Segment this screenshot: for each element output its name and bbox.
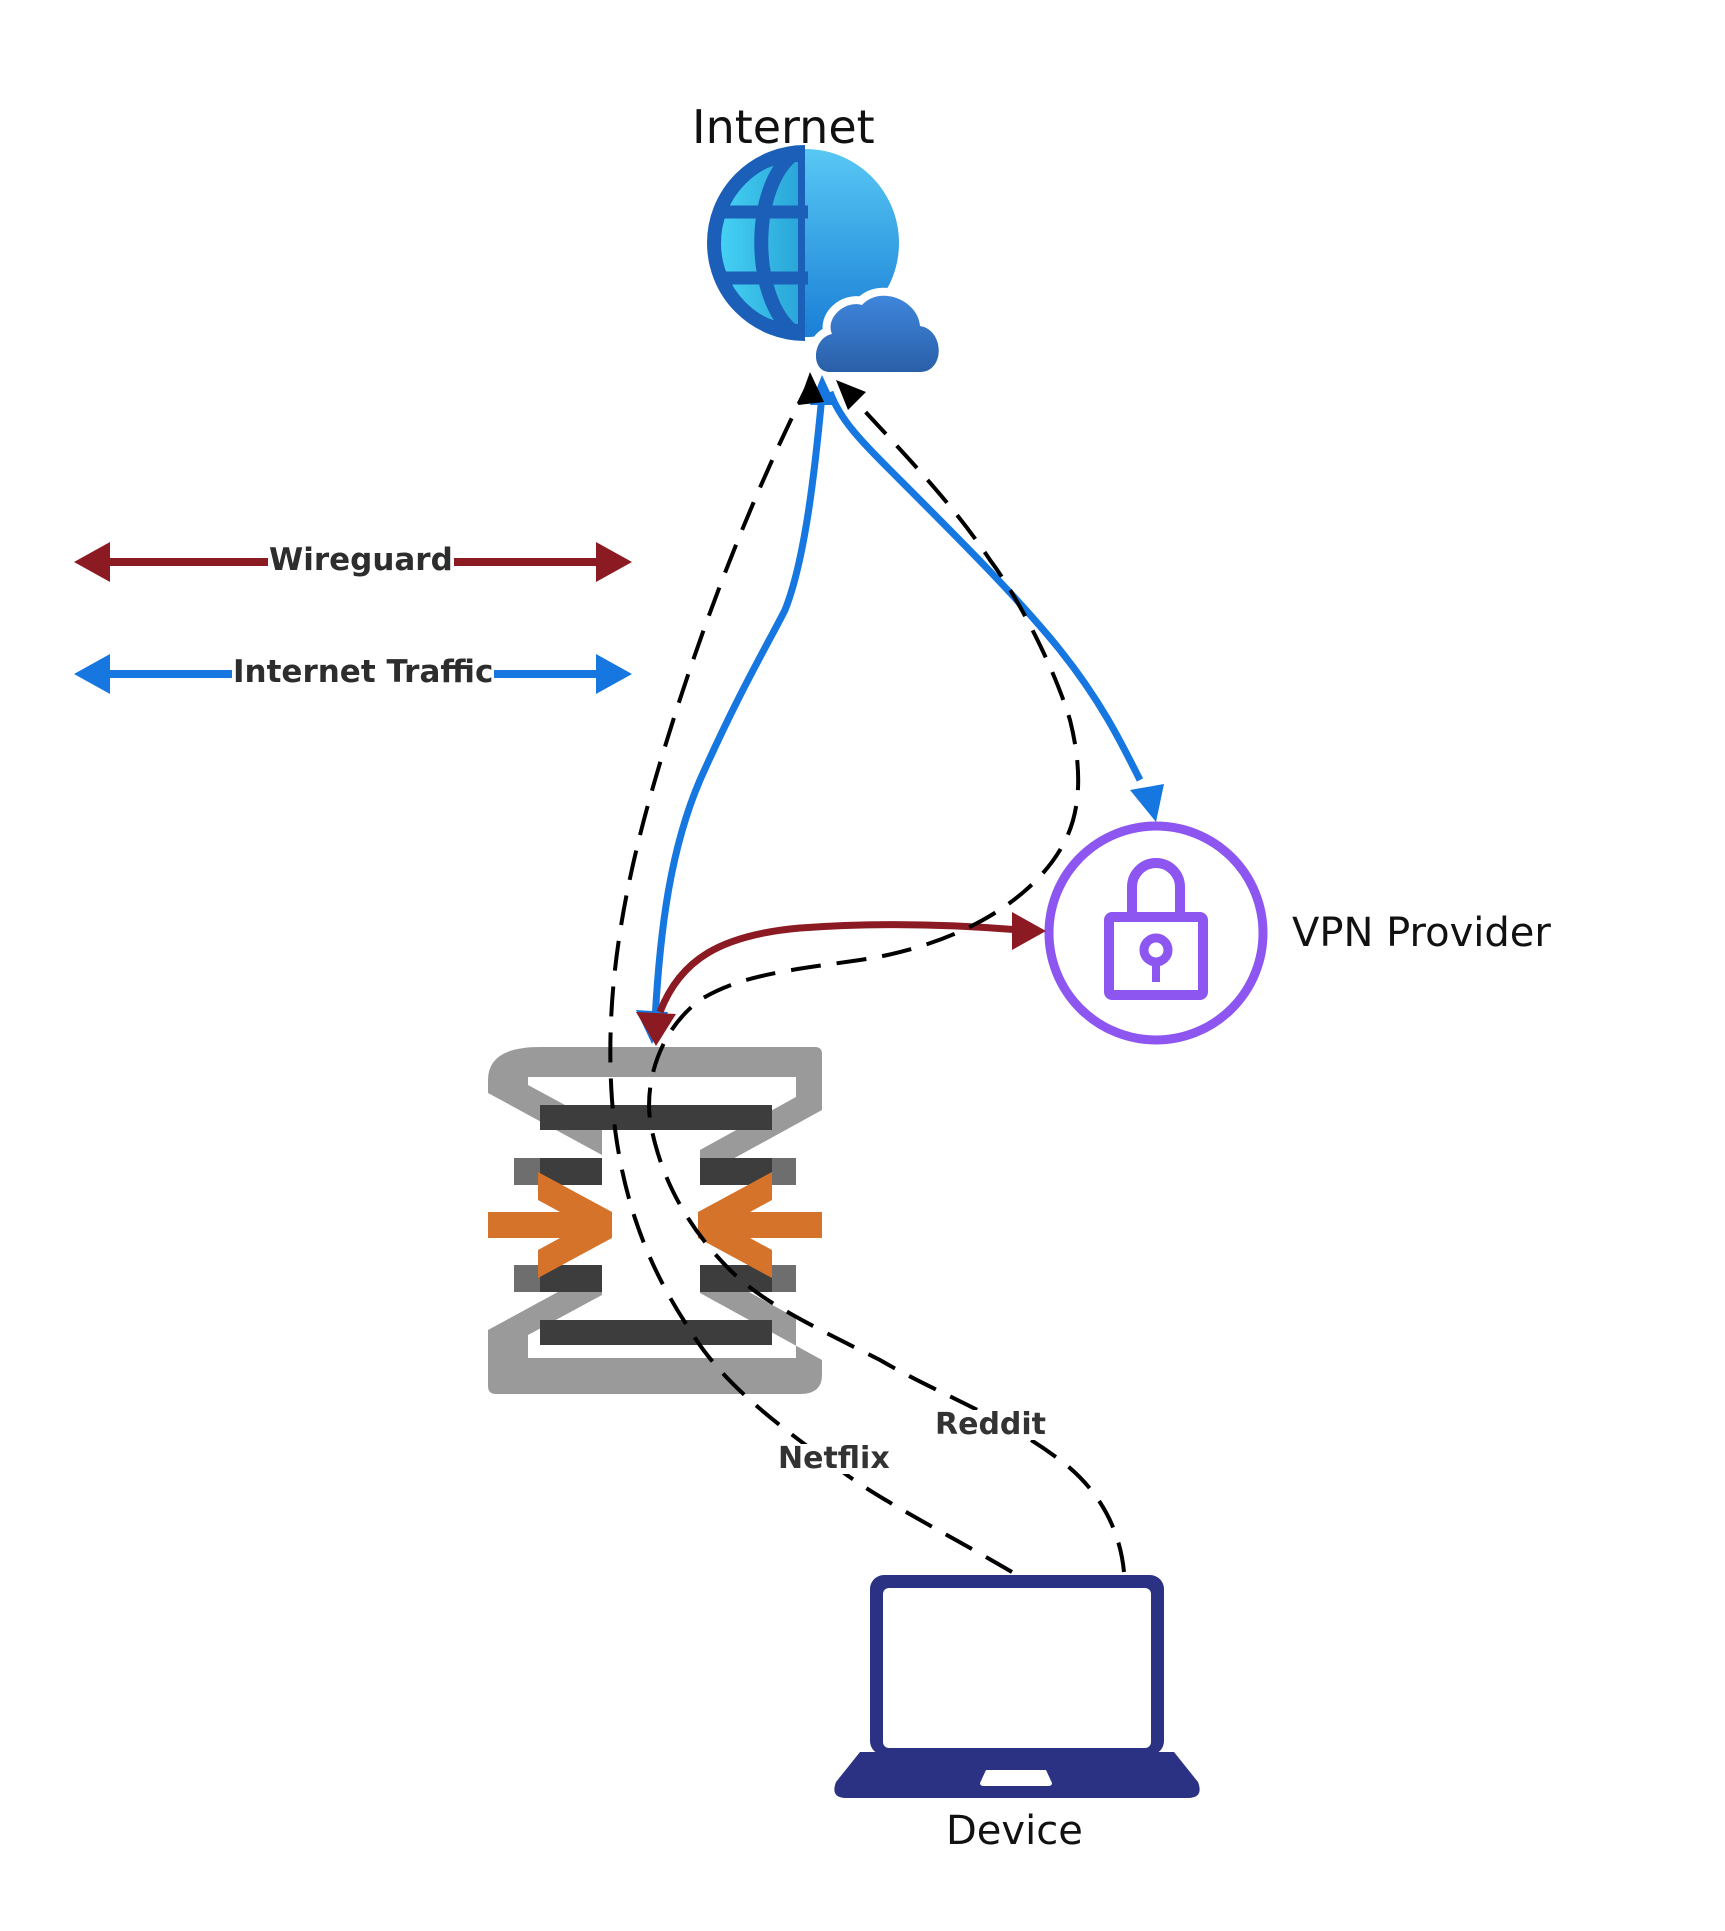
vpn-provider-label: VPN Provider — [1292, 910, 1551, 956]
path-label-reddit: Reddit — [935, 1407, 1047, 1442]
globe-cloud-icon — [707, 145, 947, 380]
path-label-netflix: Netflix — [778, 1441, 890, 1476]
internet-traffic-internet-to-vpn — [826, 390, 1164, 822]
arrowhead-left — [74, 542, 110, 582]
router-firewall-icon — [488, 1047, 822, 1394]
legend-label-internet-traffic: Internet Traffic — [232, 654, 495, 690]
arrowhead-right — [596, 542, 632, 582]
legend-label-wireguard: Wireguard — [268, 542, 454, 578]
device-label: Device — [946, 1808, 1083, 1854]
laptop-icon — [834, 1575, 1200, 1798]
padlock-icon — [1104, 858, 1208, 1000]
internet-label: Internet — [692, 100, 875, 154]
arrowhead-left — [74, 654, 110, 694]
reddit-path — [647, 380, 1126, 1573]
wireguard-router-to-vpn — [636, 912, 1046, 1046]
vpn-provider-node — [1044, 821, 1268, 1045]
arrowhead-right — [596, 654, 632, 694]
